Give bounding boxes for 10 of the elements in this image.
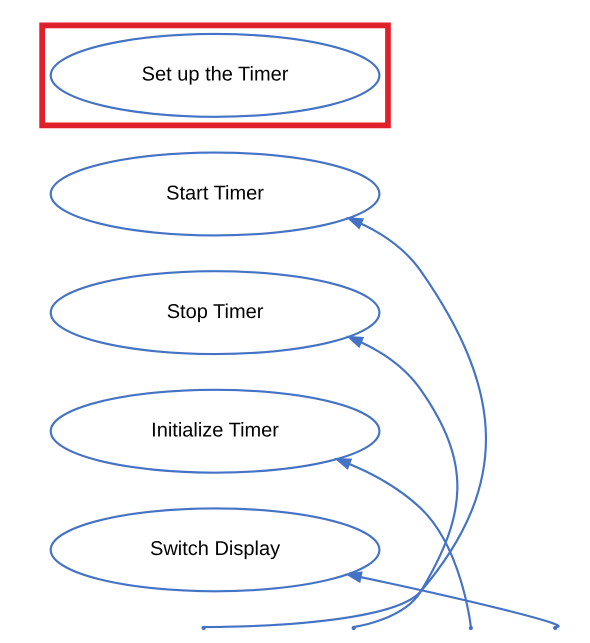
cluster: [39, 22, 391, 128]
node-ellipse: Stop Timer: [50, 270, 380, 356]
node-ellipse: Switch Display: [50, 507, 380, 592]
arrow: [344, 571, 559, 628]
arrow: [334, 458, 472, 627]
node-ellipse: Start Timer: [50, 151, 380, 237]
arrow: [346, 336, 458, 628]
arrow: [204, 217, 487, 628]
node-ellipse: Set up the Timer: [50, 32, 380, 118]
node-ellipse: Initialize Timer: [50, 388, 380, 474]
